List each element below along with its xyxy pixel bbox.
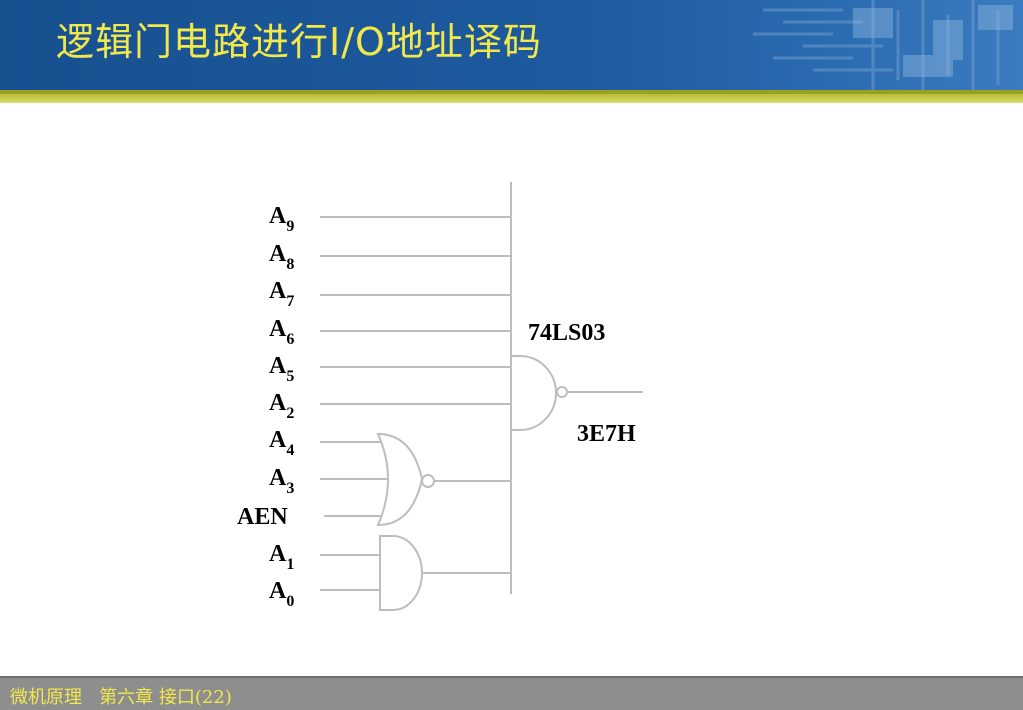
input-label-a7: A7 xyxy=(269,278,294,310)
nand-output-bubble xyxy=(556,386,568,398)
input-label-a4: A4 xyxy=(269,427,294,459)
header-banner: 逻辑门电路进行I/O地址译码 xyxy=(0,0,1023,90)
input-label-a5: A5 xyxy=(269,353,294,385)
input-label-a1: A1 xyxy=(269,541,294,573)
address-decoder-diagram: A9 A8 A7 A6 A5 A2 A4 A3 AEN A1 A0 74LS03… xyxy=(237,182,643,611)
input-label-a3: A3 xyxy=(269,465,294,497)
circuit-board-decoration xyxy=(753,0,1013,90)
input-label-a8: A8 xyxy=(269,241,294,273)
footer-text: 微机原理 第六章 接口(22) xyxy=(10,687,232,708)
input-label-aen: AEN xyxy=(237,504,288,530)
accent-stripe xyxy=(0,90,1023,94)
accent-stripe-light xyxy=(0,94,1023,103)
input-label-a2: A2 xyxy=(269,390,294,422)
input-label-a0: A0 xyxy=(269,578,294,610)
input-label-a9: A9 xyxy=(269,203,294,235)
nor-gate xyxy=(376,432,424,527)
chip-label: 74LS03 xyxy=(528,320,605,346)
slide-title: 逻辑门电路进行I/O地址译码 xyxy=(56,20,542,64)
and-gate xyxy=(379,535,423,611)
nor-output-bubble xyxy=(421,474,435,488)
footer-bar: 微机原理 第六章 接口(22) xyxy=(0,676,1023,710)
output-address-label: 3E7H xyxy=(577,421,636,447)
nand-gate-main xyxy=(511,355,557,431)
input-label-a6: A6 xyxy=(269,316,294,348)
